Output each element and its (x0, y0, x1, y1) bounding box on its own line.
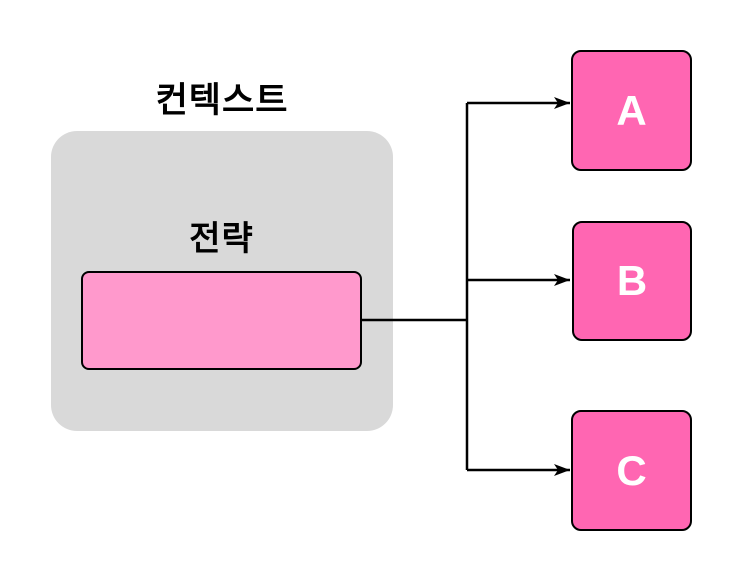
node-a: A (571, 50, 692, 171)
node-c: C (571, 410, 692, 531)
node-b: B (572, 221, 692, 341)
context-title: 컨텍스트 (155, 81, 289, 120)
node-b-label: B (616, 257, 648, 304)
strategy-label: 전략 (189, 220, 254, 258)
node-c-label: C (616, 446, 647, 494)
strategy-node (81, 271, 362, 370)
node-a-label: A (616, 86, 647, 134)
